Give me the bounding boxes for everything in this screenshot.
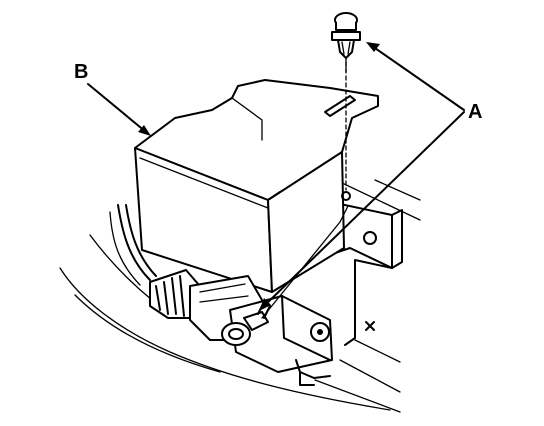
clip-upper <box>331 12 361 73</box>
body-panel-lines <box>59 179 421 413</box>
reservoir-unit-b <box>134 79 379 293</box>
leader-arrow-b <box>87 83 151 136</box>
leader-arrow-a-top <box>366 42 465 111</box>
hose-lines <box>109 204 157 286</box>
leader-arrow-a-bottom <box>259 111 465 311</box>
alignment-line-lower <box>261 205 349 319</box>
callout-label-a: A <box>468 101 482 123</box>
callout-label-b: B <box>74 61 88 83</box>
